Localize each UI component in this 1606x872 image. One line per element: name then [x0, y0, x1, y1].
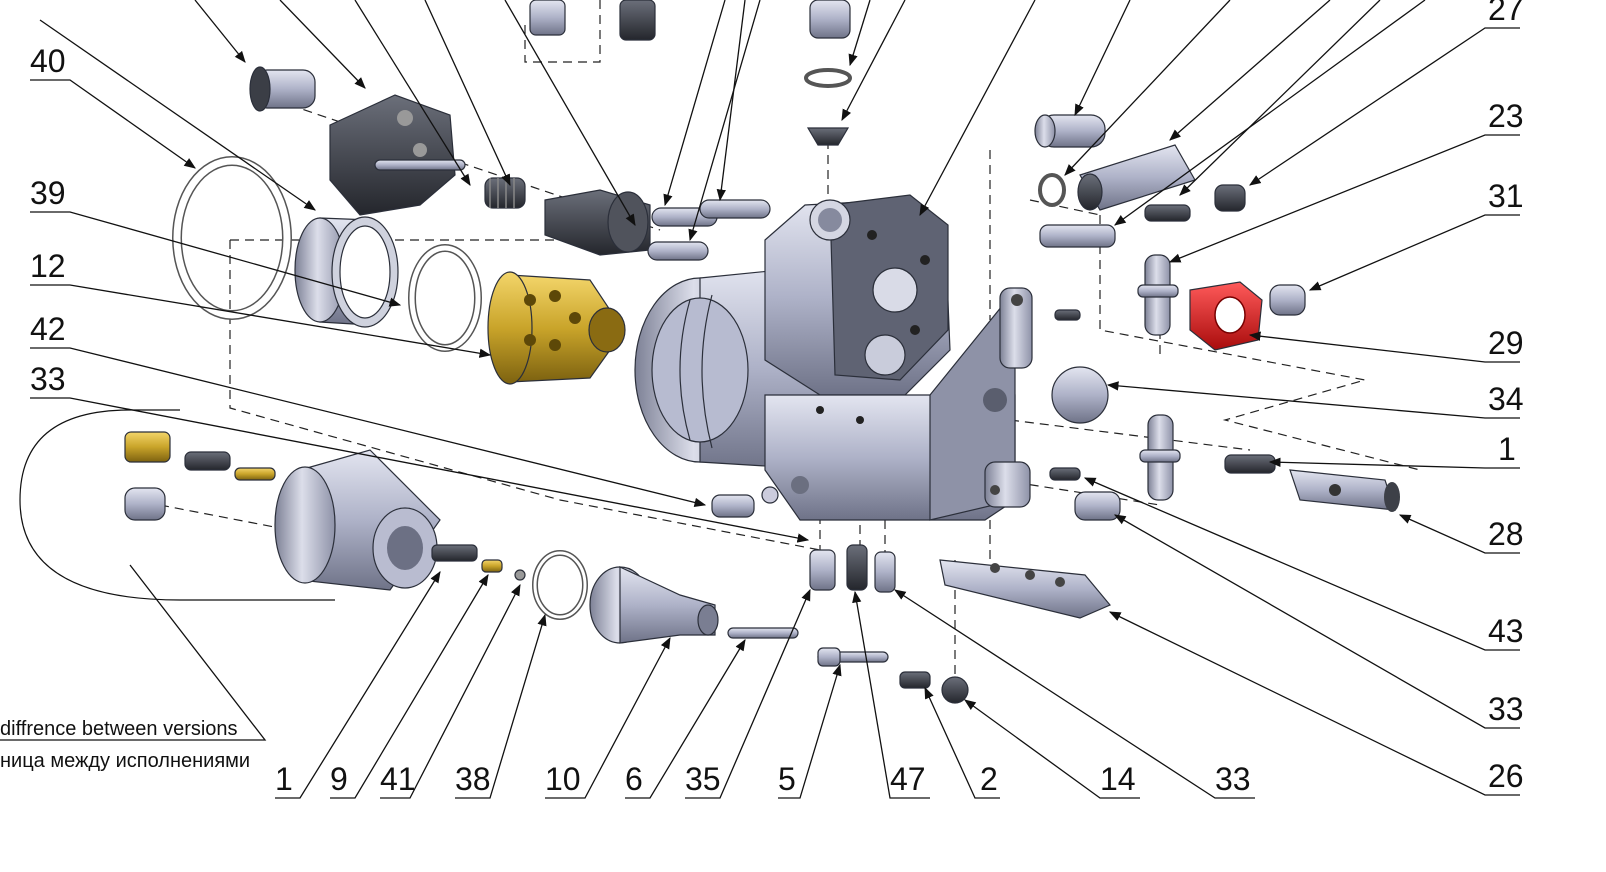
part-5-pin: [817, 647, 889, 667]
part-39-sleeve: [294, 216, 399, 328]
part-38-oring: [532, 550, 588, 620]
callout-12: 12: [30, 248, 66, 284]
callout-1-bottom: 1: [275, 761, 293, 797]
part-oring-top: [804, 68, 852, 88]
part-spring-right: [1144, 184, 1246, 222]
part-plug-right-top: [1034, 114, 1106, 148]
part-42-ball-insert: [711, 486, 779, 518]
callout-29: 29: [1488, 325, 1524, 361]
callout-42: 42: [30, 311, 66, 347]
callout-10: 10: [545, 761, 581, 797]
callout-26: 26: [1488, 758, 1524, 794]
part-plug-top-left: [249, 66, 316, 112]
callout-34: 34: [1488, 381, 1524, 417]
note-english: diffrence between versions: [0, 718, 238, 740]
part-28-lever-pin: [1289, 469, 1400, 512]
part-40-oring: [172, 156, 292, 320]
part-cap-top: [806, 127, 850, 146]
part-31-plug: [1269, 284, 1306, 316]
part-1-spring-right: [1224, 454, 1276, 474]
part-12-gold-cage: [487, 271, 626, 385]
part-valve-body-left: [274, 449, 441, 591]
part-14-ball: [941, 676, 969, 704]
callout-5: 5: [778, 761, 796, 797]
callout-41: 41: [380, 761, 416, 797]
callout-33-bottom: 33: [1215, 761, 1251, 797]
part-33-bushing-right: [1074, 491, 1121, 521]
variant-outline: [19, 409, 335, 601]
callout-47: 47: [890, 761, 926, 797]
callout-28: 28: [1488, 516, 1524, 552]
part-spring-a: [484, 177, 526, 209]
part-pins-top: [647, 199, 771, 261]
callout-38: 38: [455, 761, 491, 797]
note-russian: ница между исполнениями: [0, 750, 250, 772]
part-top-spring-plunger: [529, 0, 851, 41]
part-26-lever: [939, 559, 1111, 619]
part-dark-plate: [329, 94, 466, 216]
part-fitting-gold: [124, 431, 276, 481]
part-29-red-bracket: [1189, 281, 1263, 351]
part-valve-right: [1039, 224, 1116, 248]
part-spring-bottom-left: [431, 544, 526, 581]
pump-housing: [634, 194, 1033, 521]
callout-6: 6: [625, 761, 643, 797]
callout-31: 31: [1488, 178, 1524, 214]
part-washer-right: [1038, 173, 1066, 207]
callout-2: 2: [980, 761, 998, 797]
part-2-spring: [899, 671, 931, 689]
callout-numbers: 40 39 12 42 33 27 23 31 29 34 1 28 43 33…: [30, 0, 1524, 797]
part-pin-vertical-lower: [1139, 414, 1181, 501]
part-cap-left: [124, 487, 166, 521]
version-difference-note: diffrence between versions ница между ис…: [0, 718, 250, 772]
callout-23: 23: [1488, 98, 1524, 134]
part-43-pin: [1049, 309, 1081, 481]
callout-35: 35: [685, 761, 721, 797]
callout-33-left: 33: [30, 361, 66, 397]
part-47-sleeves: [809, 544, 896, 593]
callout-1-right: 1: [1498, 431, 1516, 467]
callout-14: 14: [1100, 761, 1136, 797]
callout-33-right: 33: [1488, 691, 1524, 727]
part-10-nozzle: [589, 566, 719, 644]
callout-9: 9: [330, 761, 348, 797]
callout-39: 39: [30, 175, 66, 211]
callout-40: 40: [30, 43, 66, 79]
part-sleeve-right: [1077, 144, 1196, 211]
part-pin-vertical-upper: [1137, 254, 1179, 336]
callout-27: 27: [1488, 0, 1524, 27]
leader-lines: [0, 0, 1520, 799]
part-6-rod: [727, 627, 799, 639]
part-34-cap: [1051, 366, 1109, 424]
part-oring-small: [408, 244, 482, 352]
callout-43: 43: [1488, 613, 1524, 649]
